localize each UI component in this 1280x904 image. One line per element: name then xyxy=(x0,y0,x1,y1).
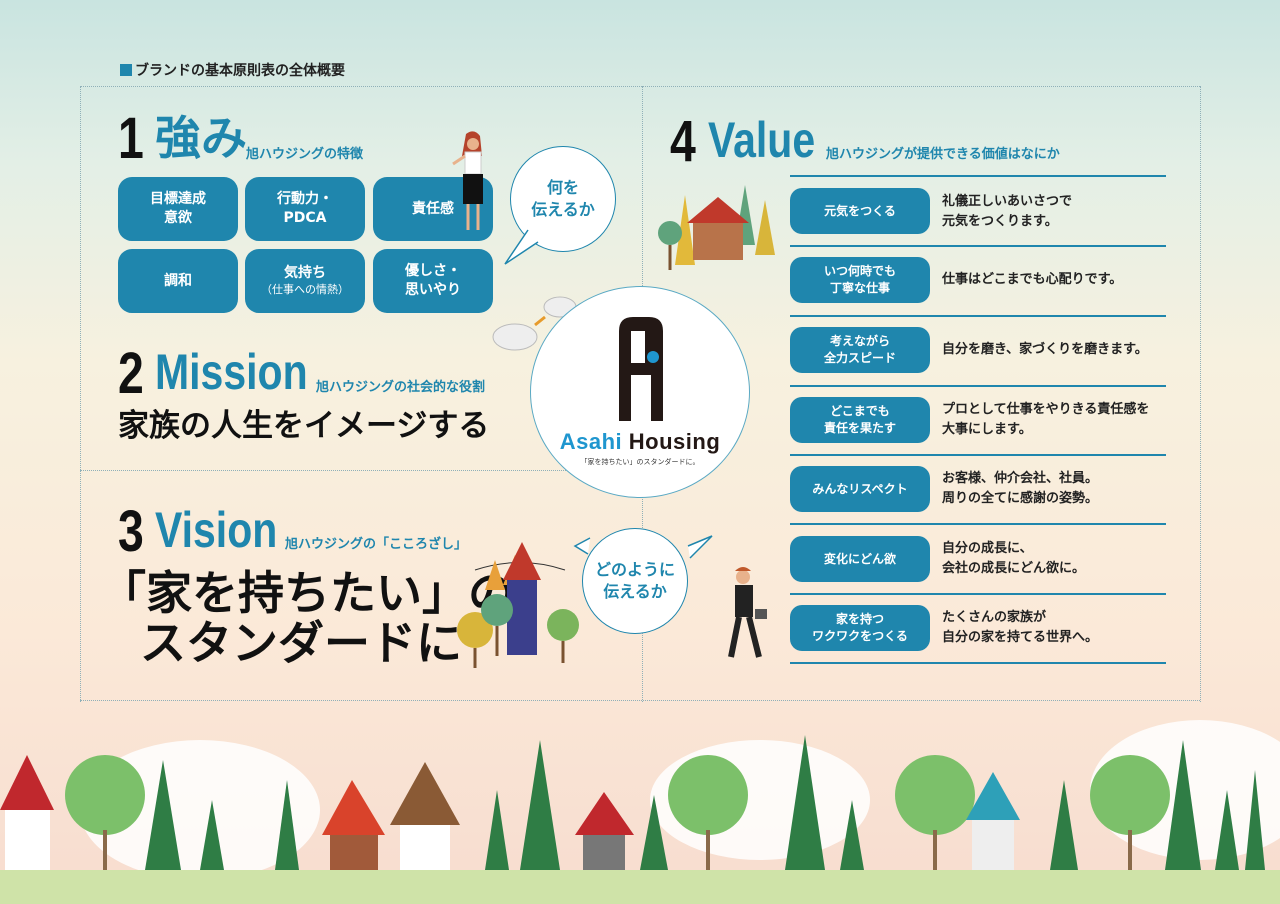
section-title: Value xyxy=(708,112,816,168)
page-heading: ブランドの基本原則表の全体概要 xyxy=(120,60,345,80)
bubble-tail xyxy=(504,229,539,265)
logo-circle: Asahi Housing 「家を持ちたい」のスタンダードに。 xyxy=(530,286,750,498)
value-description: 自分の成長に、会社の成長にどん欲に。 xyxy=(942,541,1086,577)
asahi-logo-mark xyxy=(619,317,663,421)
vision-statement-line2: スタンダードに xyxy=(140,616,462,670)
divider xyxy=(80,86,1200,87)
brand-name: Asahi Housing xyxy=(559,429,721,454)
mission-statement: 家族の人生をイメージする xyxy=(118,408,490,444)
section-number: 1 xyxy=(118,106,144,171)
value-label: いつ何時でも丁寧な仕事 xyxy=(790,257,930,303)
strength-item: 目標達成意欲 xyxy=(118,177,238,241)
value-description: プロとして仕事をやりきる責任感を大事にします。 xyxy=(942,402,1150,438)
value-description: 自分を磨き、家づくりを磨きます。 xyxy=(942,342,1148,357)
section-number: 3 xyxy=(118,499,144,564)
businessman-illustration xyxy=(728,567,767,658)
town-landscape-illustration xyxy=(0,720,1280,904)
section-subtitle: 旭ハウジングの「こころざし」 xyxy=(285,537,468,552)
divider xyxy=(80,700,1200,701)
value-description: 礼儀正しいあいさつで元気をつくります。 xyxy=(942,194,1073,230)
strength-item: 調和 xyxy=(118,249,238,313)
speech-bubble-how: どのように伝えるか xyxy=(582,528,688,634)
castle-illustration xyxy=(457,542,579,668)
section-title: Mission xyxy=(155,344,308,400)
divider xyxy=(80,86,81,702)
vision-statement-line1: 「家を持ちたい」の xyxy=(100,566,514,620)
value-description: お客様、仲介会社、社員。周りの全てに感謝の姿勢。 xyxy=(942,471,1099,507)
row-divider xyxy=(790,175,1166,177)
section-subtitle: 旭ハウジングが提供できる価値はなにか xyxy=(826,147,1060,162)
heading-text: ブランドの基本原則表の全体概要 xyxy=(135,63,345,79)
row-divider xyxy=(790,593,1166,595)
row-divider xyxy=(790,245,1166,247)
row-divider xyxy=(790,523,1166,525)
value-label: 元気をつくる xyxy=(790,188,930,234)
value-description: たくさんの家族が自分の家を持てる世界へ。 xyxy=(942,610,1099,646)
value-description: 仕事はどこまでも心配りです。 xyxy=(942,272,1123,287)
row-divider xyxy=(790,385,1166,387)
strength-item: 気持ち（仕事への情熱） xyxy=(245,249,365,313)
section-number: 4 xyxy=(670,109,696,174)
divider xyxy=(80,470,642,471)
strength-item: 行動力・PDCA xyxy=(245,177,365,241)
row-divider xyxy=(790,662,1166,664)
value-label: 家を持つワクワクをつくる xyxy=(790,605,930,651)
value-label: 変化にどん欲 xyxy=(790,536,930,582)
row-divider xyxy=(790,454,1166,456)
section-title: 強み xyxy=(155,111,247,165)
section-subtitle: 旭ハウジングの特徴 xyxy=(246,147,364,162)
square-bullet-icon xyxy=(120,64,132,76)
row-divider xyxy=(790,315,1166,317)
bubble-tails xyxy=(573,535,713,559)
section-number: 2 xyxy=(118,341,144,406)
value-label: 考えながら全力スピード xyxy=(790,327,930,373)
section-subtitle: 旭ハウジングの社会的な役割 xyxy=(316,380,486,395)
speech-bubble-what: 何を伝えるか xyxy=(510,146,616,252)
section-title: Vision xyxy=(155,502,278,558)
house-trees-illustration xyxy=(658,185,775,270)
value-label: どこまでも責任を果たす xyxy=(790,397,930,443)
brand-tagline: 「家を持ちたい」のスタンダードに。 xyxy=(580,458,700,466)
value-label: みんなリスペクト xyxy=(790,466,930,512)
strength-item: 優しさ・思いやり xyxy=(373,249,493,313)
divider xyxy=(1200,86,1201,702)
businesswoman-illustration xyxy=(452,131,483,230)
